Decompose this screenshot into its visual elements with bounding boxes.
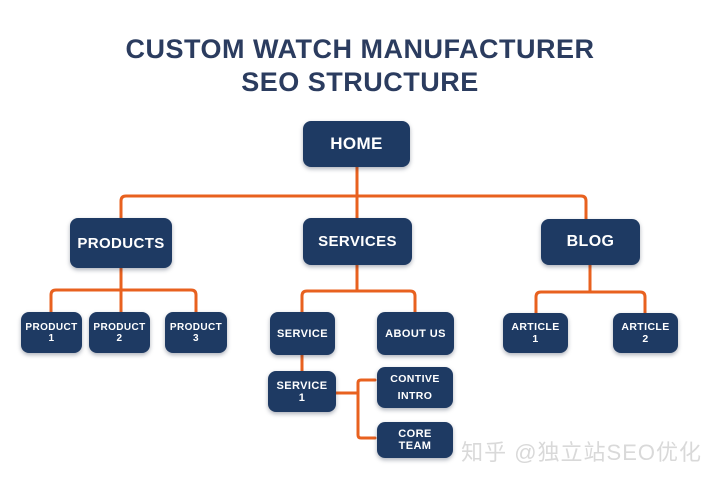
connector-blog-bracket	[534, 290, 647, 315]
node-core-team: CORE TEAM	[377, 422, 453, 458]
node-products: PRODUCTS	[70, 218, 172, 268]
connector-home-bracket	[119, 194, 588, 221]
node-contive-intro: CONTIVE INTRO	[377, 367, 453, 408]
diagram-title: CUSTOM WATCH MANUFACTURER SEO STRUCTURE	[0, 33, 720, 99]
zhihu-watermark: 知乎 @独立站SEO优化	[461, 440, 702, 465]
node-service-1: SERVICE 1	[268, 371, 336, 412]
node-product-3: PRODUCT 3	[165, 312, 227, 353]
node-product-1: PRODUCT 1	[21, 312, 82, 353]
node-blog: BLOG	[541, 219, 640, 265]
node-article-2: ARTICLE 2	[613, 313, 678, 353]
node-about-us: ABOUT US	[377, 312, 454, 355]
node-home: HOME	[303, 121, 410, 167]
connector-services-bracket	[300, 289, 417, 314]
connector-products-bracket	[49, 288, 198, 314]
diagram-title-line1: CUSTOM WATCH MANUFACTURER	[125, 34, 595, 64]
node-product-2: PRODUCT 2	[89, 312, 150, 353]
connector-service1-bracket	[356, 378, 377, 440]
node-services: SERVICES	[303, 218, 412, 265]
diagram-title-line2: SEO STRUCTURE	[241, 67, 479, 97]
node-article-1: ARTICLE 1	[503, 313, 568, 353]
node-service: SERVICE	[270, 312, 335, 355]
